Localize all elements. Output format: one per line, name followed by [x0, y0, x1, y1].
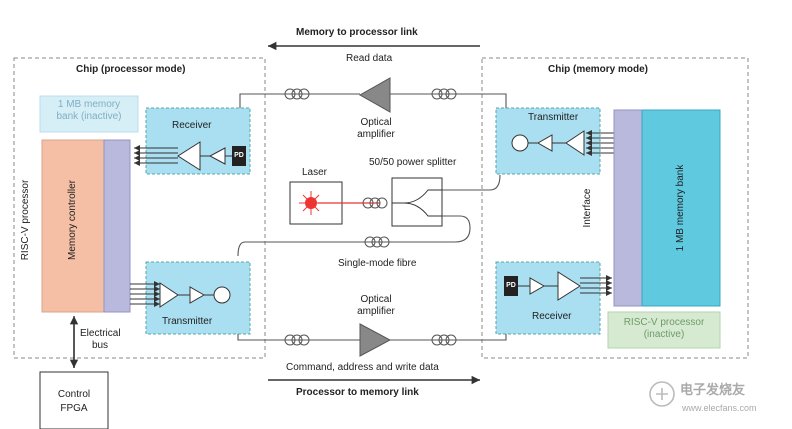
right-pd — [504, 276, 518, 296]
left-tx-modulator — [213, 286, 231, 304]
left-memory-bank-line1: 1 MB memory — [57, 99, 121, 110]
optical-amplifier-bottom — [359, 323, 392, 357]
left-transmitter-label: Transmitter — [162, 316, 213, 327]
right-chip-outline — [481, 57, 749, 359]
fpga-line2: FPGA — [60, 403, 88, 414]
right-chip-title: Chip (memory mode) — [548, 64, 649, 75]
left-chip-outline — [13, 57, 266, 359]
processor-to-memory-label: Processor to memory link — [296, 387, 419, 398]
right-receiver-box — [495, 261, 601, 335]
left-receiver-label: Receiver — [172, 120, 212, 131]
optical-amplifier-bottom-line2: amplifier — [357, 306, 395, 317]
right-tx-modulator — [511, 134, 529, 152]
interface-label: Interface — [582, 188, 593, 228]
watermark-text: 电子发烧友 — [680, 382, 746, 397]
right-processor-inactive-line1: RISC-V processor — [623, 317, 705, 328]
left-memory-bank-line2: bank (inactive) — [56, 111, 122, 122]
splitter-label: 50/50 power splitter — [369, 157, 457, 168]
memory-bank-label: 1 MB memory bank — [675, 164, 686, 252]
laser-label: Laser — [302, 167, 328, 178]
watermark-url: www.elecfans.com — [682, 403, 757, 413]
optical-amplifier-bottom-line1: Optical — [360, 294, 392, 305]
memory-controller-block — [103, 139, 131, 313]
read-data-label: Read data — [346, 53, 393, 64]
right-processor-inactive-line2: (inactive) — [643, 329, 685, 340]
memory-bank-block — [641, 109, 721, 307]
optical-amplifier-top-line1: Optical — [360, 117, 392, 128]
fibre-paths — [237, 93, 507, 341]
fpga-box — [39, 371, 109, 429]
interface-block — [613, 109, 643, 307]
write-data-label: Command, address and write data — [286, 362, 439, 373]
left-chip-title: Chip (processor mode) — [76, 64, 186, 75]
right-pd-label: PD — [506, 282, 516, 289]
left-pd-label: PD — [234, 152, 244, 159]
optical-amplifier-top-line2: amplifier — [357, 129, 395, 140]
watermark-logo-icon — [649, 381, 675, 407]
memory-controller-label: Memory controller — [67, 179, 78, 261]
left-tx-driver — [159, 282, 179, 308]
electrical-bus-line1: Electrical — [80, 328, 121, 339]
risc-v-processor-block — [41, 139, 105, 313]
right-processor-inactive — [607, 311, 721, 349]
left-pd — [232, 146, 246, 166]
electrical-bus-line2: bus — [91, 340, 109, 351]
fibre-label: Single-mode fibre — [338, 258, 417, 269]
right-tx-driver — [565, 130, 585, 156]
right-transmitter-label: Transmitter — [528, 112, 579, 123]
power-splitter-box — [391, 177, 443, 227]
right-receiver-label: Receiver — [532, 311, 572, 322]
fpga-line1: Control — [57, 389, 91, 400]
fibre-coils — [284, 88, 457, 346]
left-memory-bank-inactive — [39, 95, 139, 133]
optical-amplifier-top — [358, 77, 391, 113]
memory-to-processor-label: Memory to processor link — [296, 27, 418, 38]
risc-v-processor-label: RISC-V processor — [20, 179, 31, 261]
